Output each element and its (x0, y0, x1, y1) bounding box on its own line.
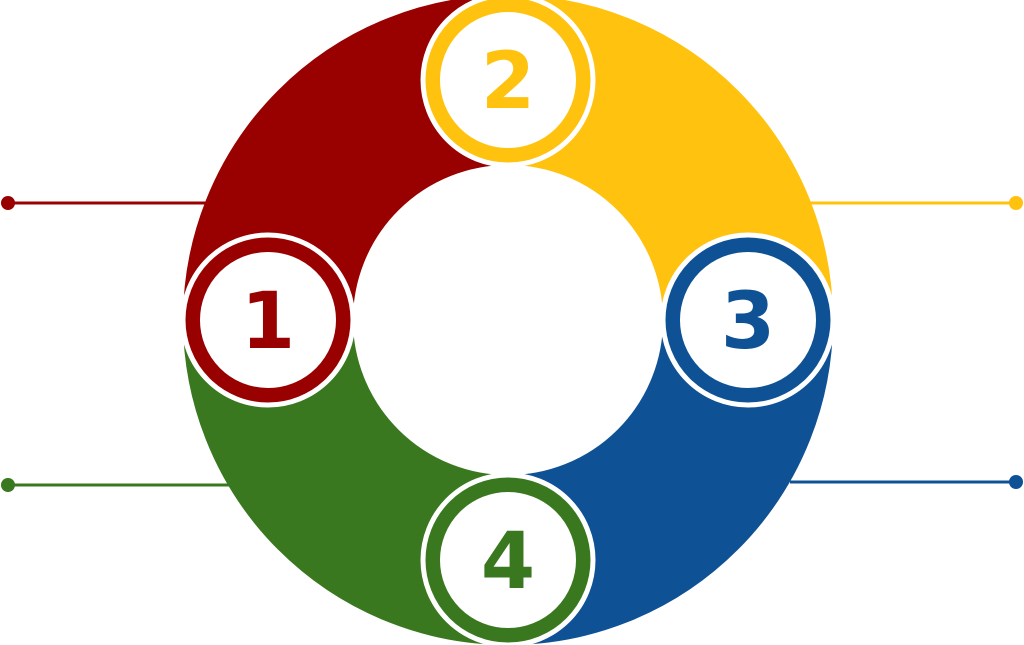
step-2-badge (436, 8, 580, 152)
step-3-number: 3 (721, 277, 775, 367)
step-3-marker: 3 (660, 232, 836, 408)
step-4-marker: 4 (420, 472, 596, 645)
step-3-badge (676, 248, 820, 392)
step-1-number: 1 (241, 277, 295, 367)
connector-dot-1 (1, 196, 15, 210)
step-2-marker: 2 (420, 0, 596, 168)
connector-dot-3 (1009, 475, 1023, 489)
step-4-badge (436, 488, 580, 632)
step-1-badge (196, 248, 340, 392)
step-1-marker: 1 (180, 232, 356, 408)
connector-dot-2 (1009, 196, 1023, 210)
connector-dot-4 (1, 478, 15, 492)
step-4-number: 4 (481, 517, 535, 607)
step-2-number: 2 (481, 37, 535, 127)
